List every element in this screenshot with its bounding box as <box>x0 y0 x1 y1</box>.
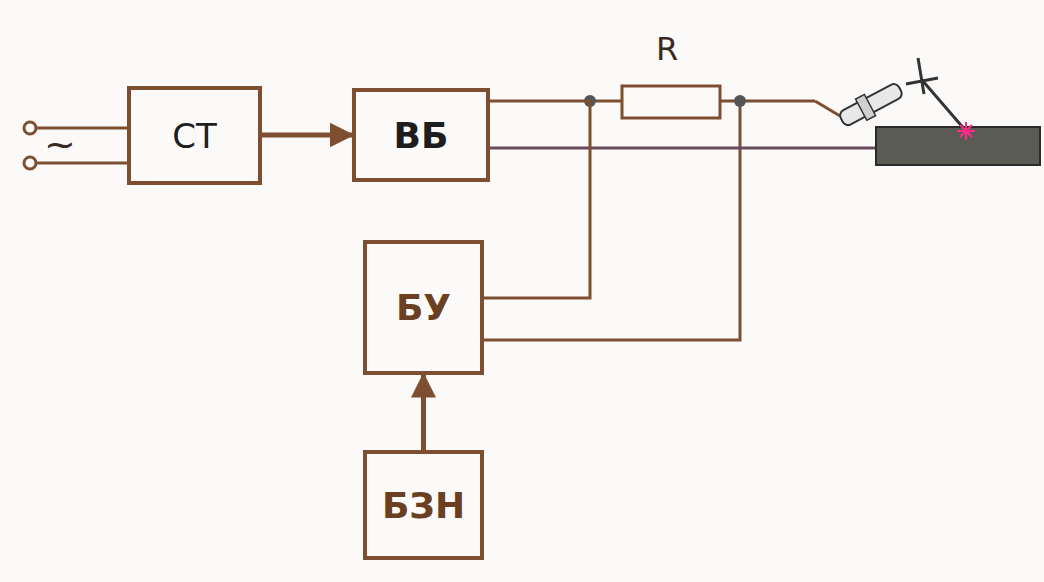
block-label: БУ <box>396 287 451 328</box>
block-label: СТ <box>172 116 217 156</box>
workpiece <box>876 127 1040 165</box>
arrow-connector <box>421 375 426 450</box>
block-box: БЗН <box>363 450 484 560</box>
arrow-connector <box>262 133 352 138</box>
block-box: БУ <box>363 240 484 375</box>
electrode-holder <box>836 58 966 131</box>
resistor-symbol <box>622 86 720 118</box>
arc-spark <box>957 122 975 140</box>
ac-symbol: ~ <box>44 122 76 166</box>
resistor-label: R <box>656 30 678 68</box>
junction-dot <box>734 95 746 107</box>
output-wires <box>484 101 876 340</box>
input-terminals <box>24 122 127 169</box>
block-box: СТ <box>127 86 262 185</box>
block-label: БЗН <box>382 485 465 526</box>
wire <box>484 101 590 298</box>
block-box: ВБ <box>352 88 490 182</box>
block-label: ВБ <box>394 115 449 156</box>
